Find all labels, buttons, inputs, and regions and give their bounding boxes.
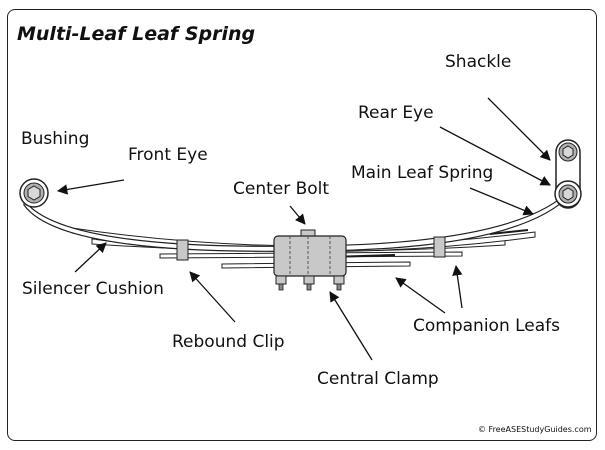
arrow-companion-1 [395, 277, 446, 314]
label-center-bolt: Center Bolt [233, 179, 329, 199]
callout-arrows [56, 97, 551, 361]
arrow-central-clamp [329, 291, 373, 361]
copyright-text: © FreeASEStudyGuides.com [478, 425, 592, 434]
arrow-companion-2 [452, 264, 463, 309]
label-rear-eye: Rear Eye [358, 103, 434, 123]
rebound-clip-rear [433, 236, 446, 258]
diagram-title: Multi-Leaf Leaf Spring [17, 23, 255, 45]
label-main-leaf-spring: Main Leaf Spring [351, 163, 493, 183]
front-eye [19, 178, 49, 208]
label-shackle: Shackle [445, 52, 511, 72]
label-front-eye: Front Eye [128, 145, 208, 165]
label-companion-leafs: Companion Leafs [413, 316, 560, 336]
arrow-front-eye [56, 179, 125, 195]
bushing-bolt-icon [27, 185, 41, 201]
arrow-rear-eye [439, 126, 551, 186]
label-rebound-clip: Rebound Clip [172, 332, 285, 352]
central-clamp [273, 229, 347, 291]
arrow-silencer [74, 242, 107, 273]
label-silencer-cushion: Silencer Cushion [22, 279, 164, 299]
arrow-main-leaf [469, 187, 534, 216]
arrow-center-bolt [289, 205, 306, 225]
rear-eye [554, 180, 582, 208]
diagram-frame [7, 9, 597, 441]
arrow-shackle [487, 97, 551, 161]
arrow-rebound-clip [189, 271, 236, 323]
label-bushing: Bushing [21, 129, 89, 149]
label-central-clamp: Central Clamp [317, 369, 439, 389]
rebound-clip-front [176, 239, 189, 261]
